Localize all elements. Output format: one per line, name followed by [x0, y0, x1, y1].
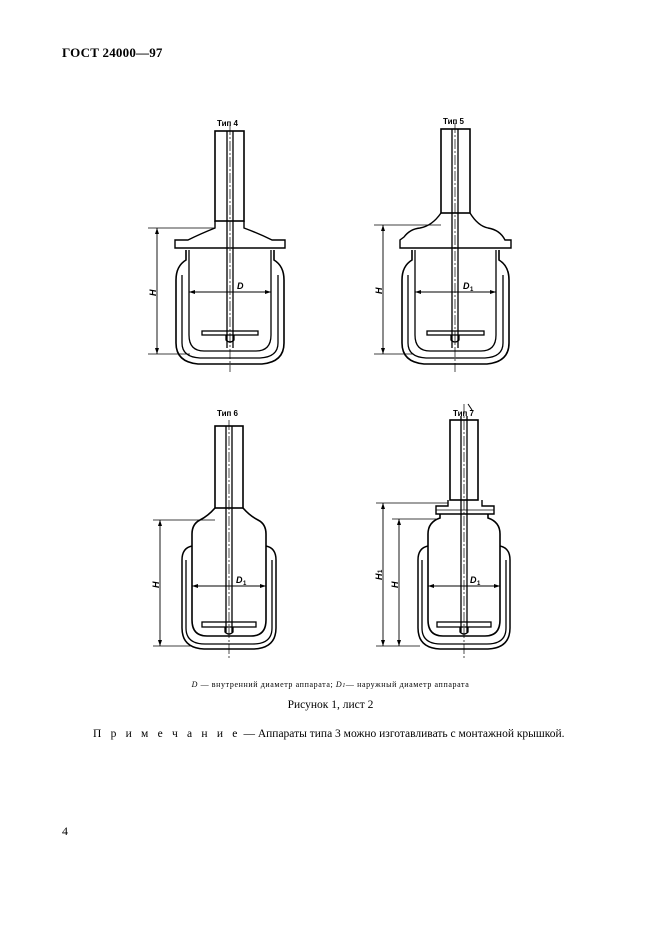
type-6-label: Тип 6	[217, 409, 239, 418]
type-5-label: Тип 5	[443, 117, 465, 126]
page-number: 4	[62, 824, 68, 838]
legend-d1-text: — наружный диаметр аппарата	[345, 680, 470, 689]
type-7-height-h1-subscript: 1	[378, 569, 384, 573]
apparatus-drawings: Тип 4 D H Тип 5	[148, 117, 512, 658]
type-7-height-label: H	[390, 581, 400, 588]
document-header: ГОСТ 24000—97	[62, 45, 163, 60]
legend-d1-subscript: 1	[342, 683, 346, 689]
figure-type-4: Тип 4 D H	[148, 119, 286, 372]
type-7-height-h1-label: H	[374, 573, 384, 580]
type-5-diameter-subscript: 1	[470, 287, 474, 293]
note-prefix: П р и м е ч а н и е	[93, 728, 241, 740]
legend-d-text: — внутренний диаметр аппарата;	[198, 680, 336, 689]
type-4-height-label: H	[148, 289, 158, 296]
note-text: — Аппараты типа 3 можно изготавливать с …	[240, 728, 565, 740]
figure-type-7: Тип 7 D 1 H 1 H	[374, 403, 511, 658]
figure-type-6: Тип 6 D 1 H	[151, 409, 277, 658]
type-6-height-label: H	[151, 581, 161, 588]
figure-type-5: Тип 5 D 1 H	[374, 117, 512, 372]
note: П р и м е ч а н и е — Аппараты типа 3 мо…	[93, 728, 565, 740]
type-4-label: Тип 4	[217, 119, 239, 128]
type-5-height-label: H	[374, 287, 384, 294]
type-6-diameter-subscript: 1	[243, 581, 247, 587]
type-4-diameter-label: D	[237, 281, 244, 291]
legend-d-symbol: D	[191, 680, 198, 689]
type-6-diameter-label: D	[236, 575, 243, 585]
figure-legend: D — внутренний диаметр аппарата; D1— нар…	[0, 680, 661, 689]
type-5-diameter-label: D	[463, 281, 470, 291]
figure-caption: Рисунок 1, лист 2	[287, 699, 374, 711]
type-7-diameter-label: D	[470, 575, 477, 585]
type-7-diameter-subscript: 1	[477, 581, 481, 587]
legend-d1-symbol: D	[335, 680, 343, 689]
